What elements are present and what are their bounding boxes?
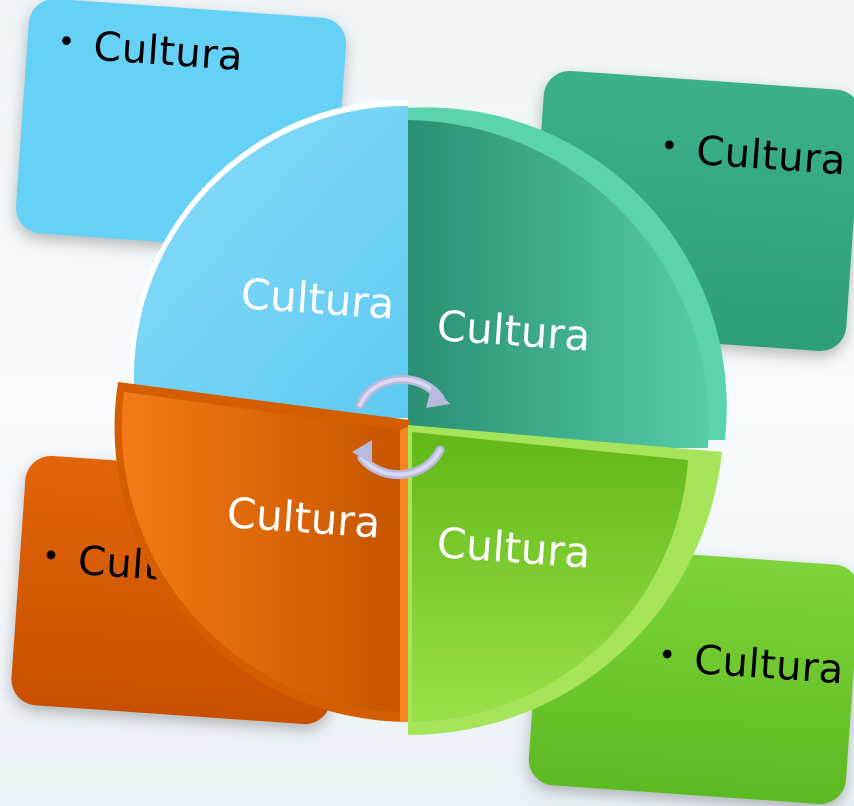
segment-label-top-left: Cultura [239,269,396,329]
cycle-arrows-icon [352,374,450,480]
segment-label-bottom-right: Cultura [435,518,592,578]
segment-label-bottom-left: Cultura [225,488,382,548]
segment-label-top-right: Cultura [435,301,592,361]
